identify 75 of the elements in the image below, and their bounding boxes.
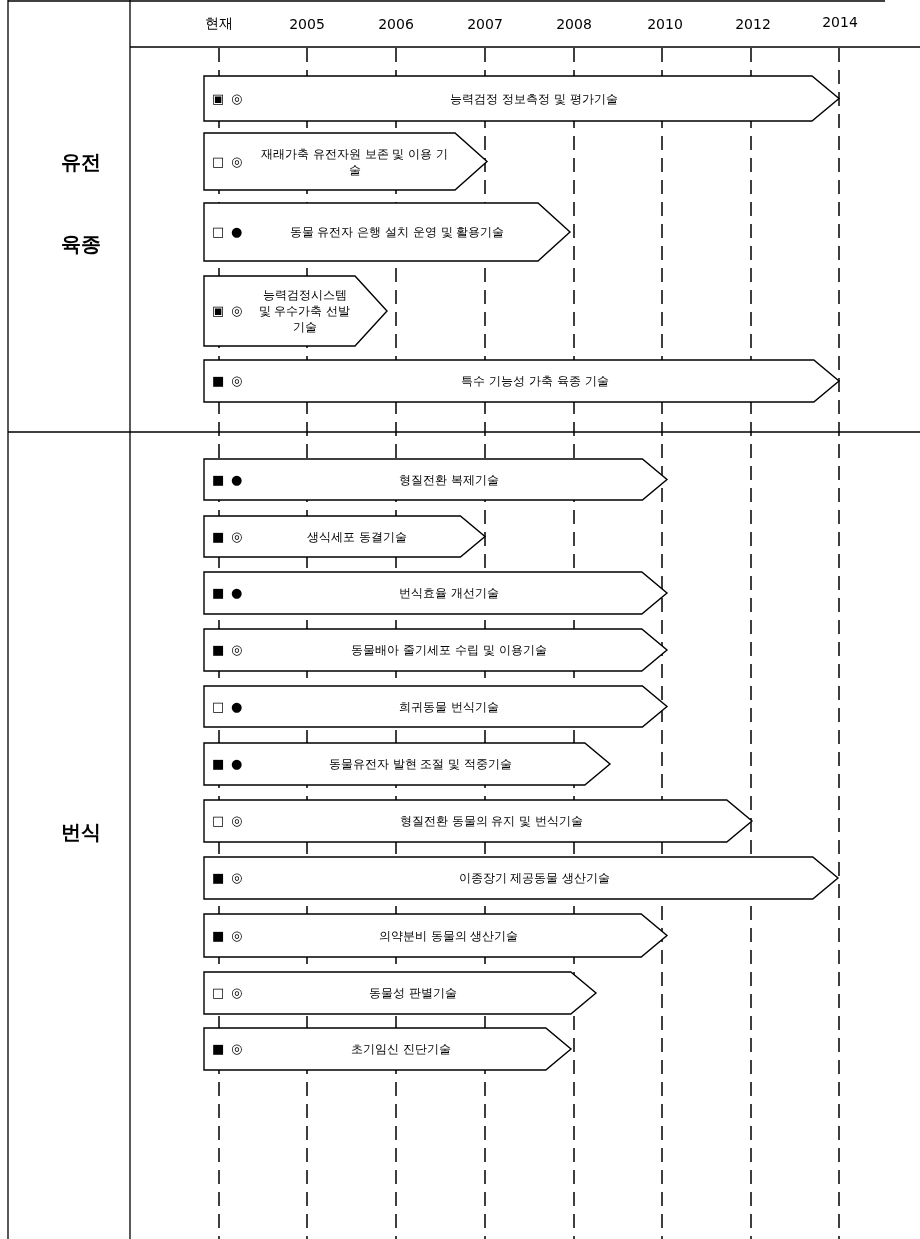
year-label: 2007 bbox=[467, 16, 503, 32]
bar-label: 번식효율 개선기술 bbox=[398, 585, 500, 601]
year-label: 2005 bbox=[289, 16, 325, 32]
timeline-arrow-bar bbox=[204, 276, 387, 346]
status-symbol: □ bbox=[212, 154, 225, 169]
status-symbol: ■ bbox=[212, 643, 225, 657]
status-symbol: ● bbox=[231, 225, 243, 239]
status-symbol: □ bbox=[212, 814, 225, 828]
bar-label: 동물배아 줄기세포 수립 및 이용기술 bbox=[350, 642, 548, 658]
status-symbol: ● bbox=[231, 472, 243, 487]
bar-label: 능력검정시스템 및 우수가축 선발 기술 bbox=[257, 287, 352, 335]
status-symbol: ■ bbox=[212, 871, 225, 885]
status-symbol: ◎ bbox=[231, 986, 243, 1000]
status-symbol: ● bbox=[231, 699, 243, 714]
bar-label: 초기임신 진단기술 bbox=[350, 1041, 452, 1057]
year-label: 2006 bbox=[378, 16, 414, 32]
status-symbol: ◎ bbox=[231, 871, 243, 885]
bar-label: 형질전환 복제기술 bbox=[398, 471, 501, 488]
status-symbol: ◎ bbox=[231, 154, 243, 169]
status-symbol: ■ bbox=[212, 586, 225, 600]
category-label: 번식 bbox=[61, 818, 101, 846]
timeline-arrow-bar bbox=[204, 800, 752, 842]
status-symbol: ■ bbox=[212, 1042, 225, 1056]
timeline-arrow-bar bbox=[204, 76, 839, 121]
bar-label: 능력검정 정보측정 및 평가기술 bbox=[449, 90, 619, 107]
bar-label: 동물유전자 발현 조절 및 적중기술 bbox=[327, 756, 514, 772]
bar-label: 동물 유전자 은행 설치 운영 및 활용기술 bbox=[288, 224, 506, 240]
year-label: 2012 bbox=[735, 16, 771, 32]
status-symbol: ■ bbox=[212, 928, 225, 943]
bar-label: 이종장기 제공동물 생산기술 bbox=[457, 870, 612, 886]
bar-label: 특수 기능성 가축 육종 기술 bbox=[460, 373, 610, 389]
status-symbol: ● bbox=[231, 586, 243, 600]
status-symbol: ● bbox=[231, 757, 243, 771]
status-symbol: ◎ bbox=[231, 814, 243, 828]
timeline-arrow-bar bbox=[204, 743, 610, 785]
timeline-arrow-bar bbox=[204, 133, 487, 190]
timeline-arrow-bar bbox=[204, 1028, 571, 1070]
year-label: 현재 bbox=[205, 15, 233, 33]
timeline-arrow-bar bbox=[204, 857, 838, 899]
timeline-arrow-bar bbox=[204, 516, 485, 557]
status-symbol: ■ bbox=[212, 374, 225, 388]
category-label: 유전 bbox=[61, 148, 101, 176]
timeline-arrow-bar bbox=[204, 203, 570, 261]
category-label: 육종 bbox=[61, 230, 101, 258]
bar-label: 의약분비 동물의 생산기술 bbox=[377, 927, 520, 944]
status-symbol: □ bbox=[212, 699, 225, 714]
year-label: 2008 bbox=[556, 16, 592, 32]
status-symbol: ◎ bbox=[231, 1042, 243, 1056]
status-symbol: ▣ bbox=[212, 91, 225, 106]
status-symbol: ◎ bbox=[231, 928, 243, 943]
year-label: 2014 bbox=[822, 14, 858, 30]
bar-label: 형질전환 동물의 유지 및 번식기술 bbox=[398, 813, 585, 829]
status-symbol: ■ bbox=[212, 757, 225, 771]
bar-label: 재래가축 유전자원 보존 및 이용 기술 bbox=[259, 145, 450, 178]
timeline-arrow-bar bbox=[204, 914, 667, 957]
bar-label: 희귀동물 번식기술 bbox=[398, 698, 501, 715]
bar-label: 생식세포 동결기술 bbox=[306, 528, 409, 545]
status-symbol: □ bbox=[212, 225, 225, 239]
year-label: 2010 bbox=[647, 16, 683, 32]
status-symbol: ◎ bbox=[231, 91, 243, 106]
status-symbol: ◎ bbox=[231, 643, 243, 657]
timeline-arrow-bar bbox=[204, 972, 596, 1014]
timeline-arrow-bar bbox=[204, 572, 667, 614]
timeline-arrow-bar bbox=[204, 360, 839, 402]
status-symbol: ▣ bbox=[212, 304, 225, 318]
status-symbol: ◎ bbox=[231, 374, 243, 388]
bar-label: 동물성 판별기술 bbox=[368, 985, 459, 1001]
status-symbol: □ bbox=[212, 986, 225, 1000]
timeline-arrow-bar bbox=[204, 459, 667, 500]
timeline-arrow-bar bbox=[204, 686, 667, 727]
status-symbol: ■ bbox=[212, 529, 225, 544]
status-symbol: ◎ bbox=[231, 304, 243, 318]
status-symbol: ◎ bbox=[231, 529, 243, 544]
timeline-arrow-bar bbox=[204, 629, 667, 671]
status-symbol: ■ bbox=[212, 472, 225, 487]
